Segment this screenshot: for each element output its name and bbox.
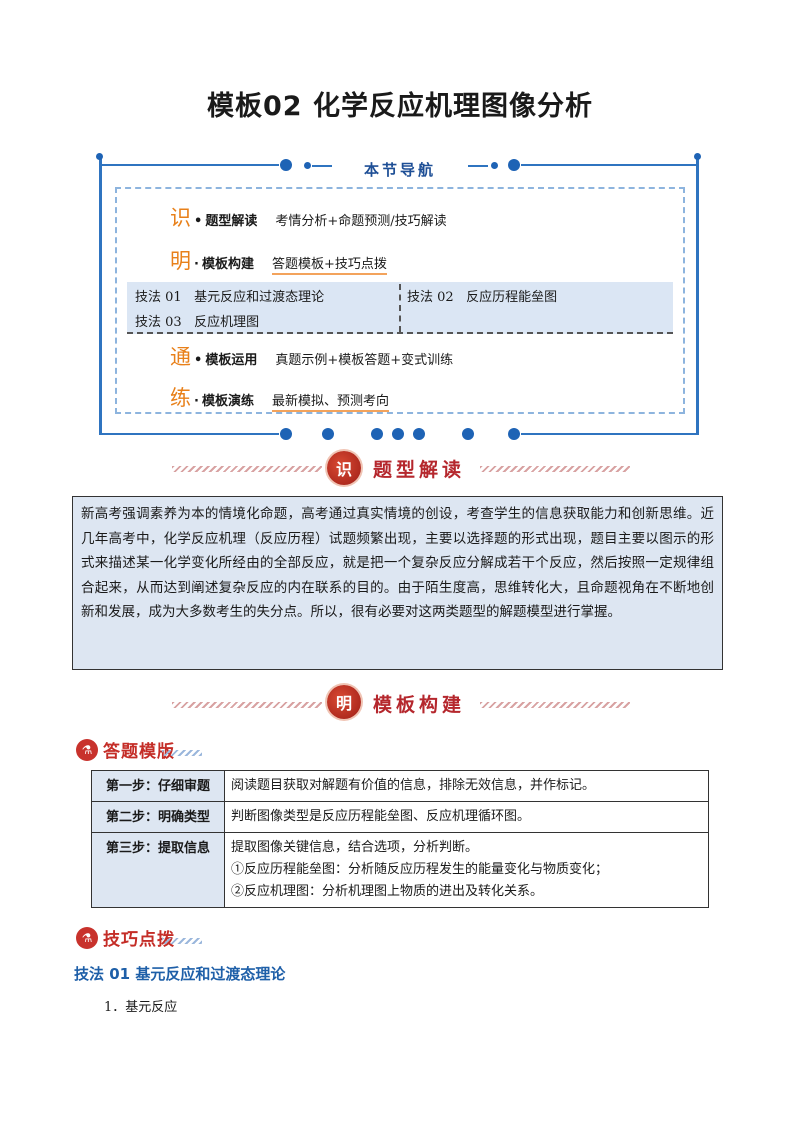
technique-name: 反应历程能垒图 [466, 290, 558, 305]
technique-no: 技法 02 [407, 290, 454, 305]
nav-row-zhi: 识 • 题型解读 考情分析+命题预测/技巧解读 [170, 202, 447, 232]
technique-no: 技法 03 [135, 315, 182, 330]
answer-template-label: 答题模版 [103, 742, 175, 762]
seal-icon: 识 [327, 451, 361, 485]
nav-bottom-line-right [521, 433, 699, 435]
nav-top-line-right [521, 164, 699, 166]
dot-icon [304, 162, 311, 169]
dash-line [312, 165, 332, 167]
technique-item-1[interactable]: 技法 01 基元反应和过渡态理论 [135, 286, 324, 305]
section-title-moban: 模板构建 [373, 694, 466, 716]
nav-key: 题型解读 [205, 214, 258, 229]
nav-char: 通 [170, 345, 191, 369]
step-line: ①反应历程能垒图：分析随反应历程发生的能量变化与物质变化； [231, 862, 609, 877]
step-line: 提取图像关键信息，结合选项，分析判断。 [231, 840, 479, 855]
nav-sep: · [194, 394, 199, 409]
tips-heading: ⚗ 技巧点拨 [76, 925, 175, 950]
nav-frame [99, 158, 699, 434]
dot-icon [413, 428, 425, 440]
nav-desc: 答题模板+技巧点拨 [271, 253, 387, 275]
technique-name: 基元反应和过渡态理论 [194, 290, 325, 305]
nav-key: 模板运用 [205, 353, 258, 368]
dot-icon [280, 428, 292, 440]
dot-icon [392, 428, 404, 440]
banner-hatch-right [480, 466, 630, 472]
heading-hatch [162, 938, 202, 944]
list-item: 1．基元反应 [104, 1000, 178, 1015]
nav-inner-frame [115, 187, 685, 414]
dot-icon [280, 159, 292, 171]
nav-char: 识 [170, 206, 191, 230]
nav-key: 模板演练 [201, 394, 254, 409]
technique-no: 技法 01 [135, 290, 182, 305]
step-key: 第二步：明确类型 [91, 801, 225, 833]
nav-desc: 考情分析+命题预测/技巧解读 [275, 214, 447, 229]
nav-char: 明 [170, 249, 191, 273]
nav-bottom-line-left [99, 433, 279, 435]
technique-item-2[interactable]: 技法 02 反应历程能垒图 [407, 286, 557, 305]
step-key: 第一步：仔细审题 [91, 770, 225, 802]
technique-divider [399, 284, 401, 332]
nav-row-tong: 通 • 模板运用 真题示例+模板答题+变式训练 [170, 341, 453, 371]
banner-hatch-right [480, 702, 630, 708]
nav-key: 模板构建 [201, 257, 254, 272]
section-title-tixing: 题型解读 [373, 459, 466, 481]
dot-icon [491, 162, 498, 169]
table-row: 第三步：提取信息 提取图像关键信息，结合选项，分析判断。 ①反应历程能垒图：分析… [91, 832, 709, 908]
technique-title: 技法 01 基元反应和过渡态理论 [74, 965, 286, 983]
intro-paragraph: 新高考强调素养为本的情境化命题，高考通过真实情境的创设，考查学生的信息获取能力和… [81, 506, 714, 621]
nav-sep: · [194, 257, 199, 272]
nav-desc: 真题示例+模板答题+变式训练 [275, 353, 454, 368]
intro-box: 新高考强调素养为本的情境化命题，高考通过真实情境的创设，考查学生的信息获取能力和… [72, 496, 723, 670]
step-value: 判断图像类型是反应历程能垒图、反应机理循环图。 [224, 801, 709, 833]
nav-sep: • [194, 214, 203, 229]
technique-name: 反应机理图 [194, 315, 260, 330]
heading-hatch [162, 750, 202, 756]
flask-icon: ⚗ [76, 738, 98, 761]
tips-label: 技巧点拨 [103, 930, 175, 950]
table-row: 第一步：仔细审题 阅读题目获取对解题有价值的信息，排除无效信息，并作标记。 [91, 770, 709, 802]
nav-top-line-left [99, 164, 279, 166]
corner-dot-icon [694, 153, 701, 160]
dot-icon [508, 428, 520, 440]
nav-char: 练 [170, 386, 191, 410]
dot-icon [508, 159, 520, 171]
banner-hatch-left [172, 702, 322, 708]
steps-table: 第一步：仔细审题 阅读题目获取对解题有价值的信息，排除无效信息，并作标记。 第二… [91, 770, 709, 908]
corner-dot-icon [96, 153, 103, 160]
dot-icon [371, 428, 383, 440]
step-line: 判断图像类型是反应历程能垒图、反应机理循环图。 [231, 809, 531, 824]
dot-icon [462, 428, 474, 440]
nav-row-ming: 明 · 模板构建 答题模板+技巧点拨 [170, 245, 387, 275]
step-line: 阅读题目获取对解题有价值的信息，排除无效信息，并作标记。 [231, 778, 596, 793]
page-title: 模板02 化学反应机理图像分析 [207, 91, 593, 122]
nav-sep: • [194, 353, 203, 368]
step-line: ②反应机理图：分析机理图上物质的进出及转化关系。 [231, 884, 544, 899]
nav-row-lian: 练 · 模板演练 最新模拟、预测考向 [170, 382, 389, 412]
dash-line [468, 165, 488, 167]
nav-desc: 最新模拟、预测考向 [271, 390, 389, 412]
nav-heading: 本节导航 [363, 161, 436, 179]
flask-icon: ⚗ [76, 926, 98, 949]
step-value: 提取图像关键信息，结合选项，分析判断。 ①反应历程能垒图：分析随反应历程发生的能… [224, 832, 709, 908]
step-value: 阅读题目获取对解题有价值的信息，排除无效信息，并作标记。 [224, 770, 709, 802]
table-row: 第二步：明确类型 判断图像类型是反应历程能垒图、反应机理循环图。 [91, 801, 709, 833]
dot-icon [322, 428, 334, 440]
technique-item-3[interactable]: 技法 03 反应机理图 [135, 311, 259, 330]
banner-hatch-left [172, 466, 322, 472]
answer-template-heading: ⚗ 答题模版 [76, 737, 175, 762]
seal-icon: 明 [327, 685, 361, 719]
step-key: 第三步：提取信息 [91, 832, 225, 908]
